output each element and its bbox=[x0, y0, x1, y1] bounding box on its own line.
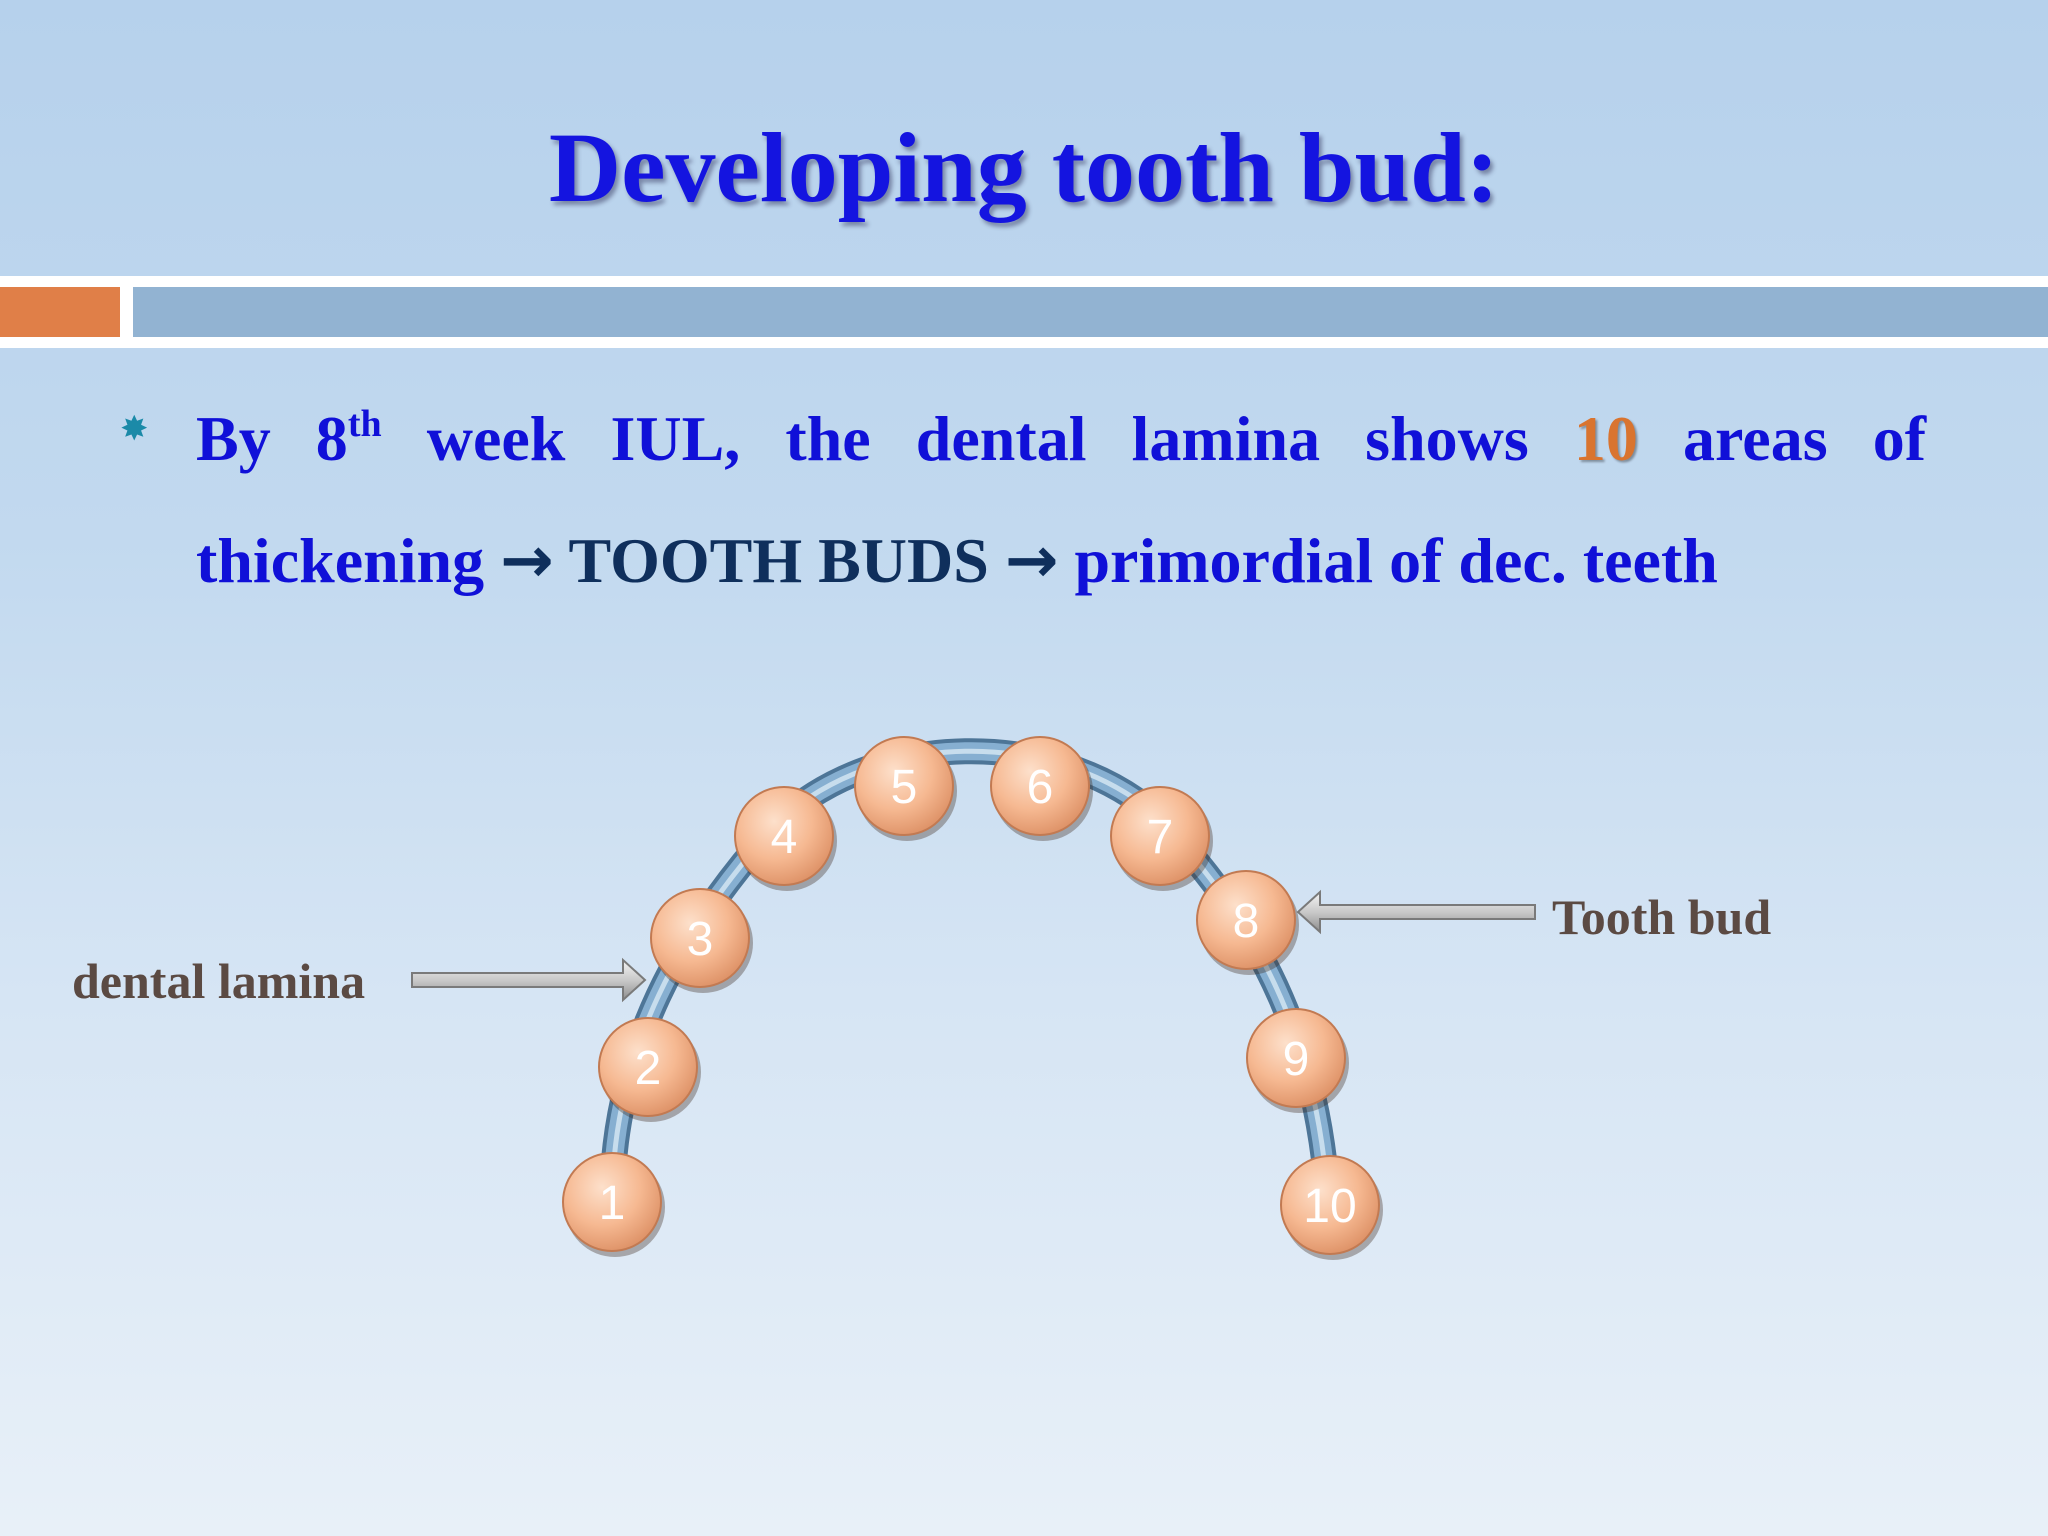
tooth-bud-number: 10 bbox=[1303, 1180, 1356, 1233]
tooth-bud-number: 1 bbox=[599, 1177, 626, 1230]
tooth-bud-number: 5 bbox=[891, 761, 918, 814]
dental-lamina-label: dental lamina bbox=[72, 953, 366, 1009]
bullet-text: By 8th week IUL, the dental lamina shows… bbox=[196, 403, 1927, 598]
tooth-bud-number: 4 bbox=[771, 811, 798, 864]
divider-accent-blue bbox=[133, 287, 2048, 337]
dental-lamina-arrow bbox=[411, 957, 647, 1003]
tooth-bud-5: 5 bbox=[854, 736, 957, 841]
tooth-bud-label: Tooth bud bbox=[1552, 889, 1772, 945]
tooth-bud-6: 6 bbox=[990, 736, 1093, 841]
highlight-number: 10 bbox=[1573, 403, 1638, 474]
tooth-bud-4: 4 bbox=[734, 786, 837, 891]
tooth-bud-number: 9 bbox=[1283, 1033, 1310, 1086]
tooth-bud-2: 2 bbox=[598, 1017, 701, 1122]
tooth-bud-number: 6 bbox=[1027, 761, 1054, 814]
tooth-bud-10: 10 bbox=[1280, 1155, 1383, 1260]
right-arrow-icon: → bbox=[500, 524, 554, 598]
tooth-bud-number: 7 bbox=[1147, 811, 1174, 864]
dental-lamina bbox=[599, 738, 1341, 1218]
tooth-bud-arrow bbox=[1296, 889, 1536, 935]
slide-title: Developing tooth bud: bbox=[548, 112, 1500, 223]
sunburst-bullet-icon: ✸ bbox=[120, 409, 149, 449]
divider-accent-orange bbox=[0, 287, 120, 337]
tooth-bud-9: 9 bbox=[1246, 1008, 1349, 1113]
tooth-bud-8: 8 bbox=[1196, 870, 1299, 975]
tooth-bud-number: 8 bbox=[1233, 895, 1260, 948]
tooth-bud-number: 2 bbox=[635, 1042, 662, 1095]
right-arrow-icon: → bbox=[1004, 524, 1059, 598]
tooth-bud-3: 3 bbox=[650, 888, 753, 993]
tooth-bud-7: 7 bbox=[1110, 786, 1213, 891]
tooth-bud-number: 3 bbox=[687, 913, 714, 966]
tooth-bud-1: 1 bbox=[562, 1152, 665, 1257]
